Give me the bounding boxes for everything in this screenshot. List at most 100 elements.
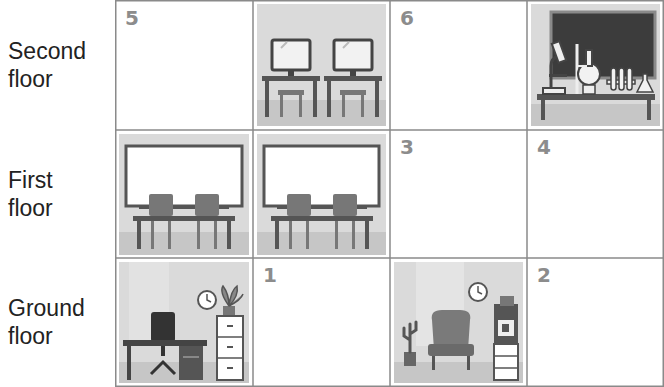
computer-room-part-part — [265, 81, 269, 117]
classroom-part — [151, 221, 154, 249]
science-lab-part — [551, 12, 655, 78]
classroom — [257, 134, 386, 255]
classroom-part — [126, 146, 242, 206]
office-part — [227, 367, 233, 369]
floor-label: First floor — [8, 166, 103, 222]
computer-room-part-part — [313, 81, 317, 117]
staff-lounge-part — [500, 296, 514, 306]
staff-lounge-part — [478, 286, 482, 294]
classroom-part — [119, 134, 249, 255]
staff-lounge-part — [494, 344, 518, 380]
grid-lines-part — [115, 257, 664, 259]
computer-room-part-part — [262, 76, 320, 81]
room-number: 1 — [263, 263, 277, 287]
classroom-part — [168, 221, 171, 249]
classroom-part — [275, 221, 279, 249]
science-lab — [531, 4, 660, 126]
classroom-part — [264, 146, 379, 206]
classroom-part — [149, 194, 173, 216]
office-part — [179, 346, 203, 380]
computer-room-part — [324, 40, 382, 117]
classroom-part — [137, 221, 141, 249]
classroom-part — [365, 221, 369, 249]
floor-label: Second floor — [8, 37, 103, 93]
staff-lounge-part — [469, 283, 487, 301]
science-lab-part — [541, 100, 545, 120]
office-part — [217, 336, 243, 338]
computer-room-part-part — [350, 70, 356, 76]
classroom-part — [289, 221, 292, 249]
staff-lounge-part — [494, 367, 518, 369]
science-lab-part — [611, 68, 616, 90]
computer-room-part-part — [280, 95, 283, 117]
computer-room-part-part — [343, 42, 349, 48]
grid-lines-part — [526, 0, 528, 387]
classroom-part — [271, 216, 373, 221]
office-part — [198, 291, 216, 309]
science-lab-part — [586, 50, 592, 66]
grid-lines — [115, 0, 664, 387]
computer-room-part-part — [272, 40, 310, 70]
science-lab-part — [583, 85, 595, 94]
office-part — [217, 357, 243, 359]
classroom-part — [257, 134, 386, 255]
room-number: 3 — [400, 135, 414, 159]
staff-lounge-part — [467, 356, 470, 370]
staff-lounge-part — [502, 324, 509, 332]
office — [119, 262, 249, 383]
classroom-part — [197, 221, 200, 249]
science-lab-part — [543, 88, 565, 94]
room-number: 4 — [537, 135, 551, 159]
computer-room-part-part — [324, 76, 382, 81]
science-lab-part — [576, 44, 579, 94]
computer-room-part-part — [340, 90, 366, 95]
computer-room-part — [257, 4, 386, 126]
computer-room-part-part — [278, 90, 304, 95]
room-number: 5 — [125, 6, 139, 30]
classroom-part — [287, 194, 311, 216]
computer-room-part-part — [327, 81, 331, 117]
office-part — [127, 346, 131, 380]
room-number: 6 — [400, 6, 414, 30]
grid-lines-part — [389, 0, 391, 387]
classroom-part — [195, 194, 219, 216]
classroom-part — [133, 216, 235, 221]
classroom-part — [335, 221, 338, 249]
classroom-part — [306, 221, 309, 249]
staff-lounge-part — [494, 355, 518, 357]
science-lab-part — [549, 74, 567, 77]
computer-room-part-part — [288, 70, 294, 76]
office-part — [151, 312, 175, 342]
staff-lounge-part — [498, 320, 514, 336]
science-lab-part — [531, 4, 660, 126]
computer-room-part-part — [281, 42, 287, 48]
staff-lounge-part — [432, 356, 435, 370]
room-number: 2 — [537, 263, 551, 287]
science-lab-part — [647, 100, 651, 120]
office-part — [217, 316, 243, 380]
grid-lines-part — [252, 0, 254, 387]
office-part — [223, 306, 235, 316]
classroom-part — [352, 221, 355, 249]
computer-room-part-part — [334, 40, 372, 70]
office-part — [123, 340, 207, 346]
grid-lines-part — [115, 129, 664, 131]
office-part — [222, 286, 243, 306]
computer-room-part-part — [361, 95, 364, 117]
office-part — [207, 294, 211, 302]
science-lab-part — [552, 41, 566, 63]
office-part — [227, 346, 233, 348]
science-lab-part — [577, 65, 587, 67]
staff-lounge-part — [494, 304, 518, 344]
classroom — [119, 134, 249, 255]
classroom-part — [227, 221, 231, 249]
staff-lounge-part — [404, 322, 416, 352]
computer-room-part-part — [299, 95, 302, 117]
computer-room-part-part — [375, 81, 379, 117]
science-lab-part — [627, 68, 632, 90]
floor-label: Ground floor — [8, 294, 103, 350]
office-part — [183, 356, 199, 358]
office-part — [119, 262, 249, 383]
